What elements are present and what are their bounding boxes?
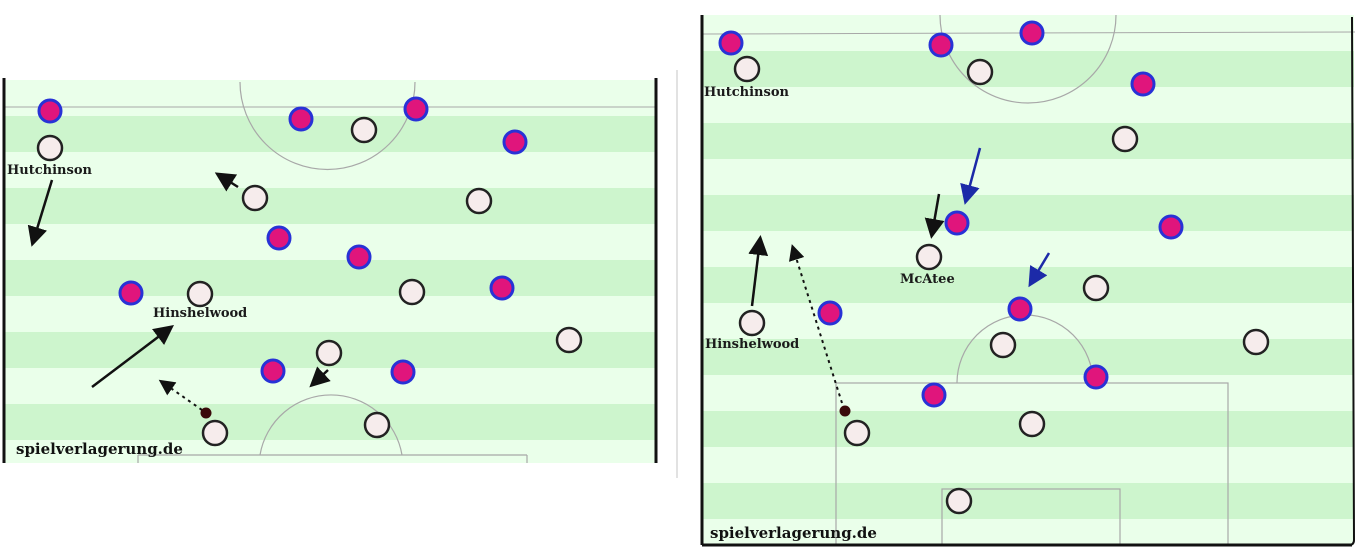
left-players (36, 96, 583, 447)
pitch-stripe (4, 440, 656, 463)
player-defending-team (1018, 410, 1046, 438)
label-hinshelwood: Hinshelwood (705, 337, 799, 352)
player-attacking-team (1083, 364, 1109, 390)
player-defending-team (186, 280, 214, 308)
player-attacking-team (1130, 71, 1156, 97)
player-attacking-team (1158, 214, 1184, 240)
pitch-stripe (4, 260, 656, 296)
player-attacking-team (944, 210, 970, 236)
right-pitch-stripes (702, 15, 1354, 545)
player-attacking-team (346, 244, 372, 270)
player-attacking-team (921, 382, 947, 408)
player-defending-team (738, 309, 766, 337)
pitch-stripe (702, 87, 1354, 123)
player-attacking-team (1007, 296, 1033, 322)
pitch-stripe (702, 231, 1354, 267)
pitch-stripe (702, 123, 1354, 159)
right-pitch-markings (700, 14, 1356, 547)
player-defending-team (1111, 125, 1139, 153)
player-defending-team (398, 278, 426, 306)
pitch-stripe (702, 195, 1354, 231)
pitch-stripe (702, 483, 1354, 519)
player-attacking-team (928, 32, 954, 58)
hinshelwood-up-arrow (748, 235, 769, 307)
pitch-stripe (702, 447, 1354, 483)
ball (839, 405, 851, 417)
hinshelwood-run-arrow (91, 324, 174, 388)
player-defending-team (36, 134, 64, 162)
label-hutchinson: Hutchinson (704, 85, 789, 100)
player-attacking-team (718, 30, 744, 56)
player-defending-team (201, 419, 229, 447)
player-defending-team (966, 58, 994, 86)
left-pitch-stripes (4, 80, 656, 463)
right-arrows (748, 147, 1051, 404)
right-players (718, 20, 1270, 515)
hutchinson-run-arrow (27, 179, 54, 247)
player-defending-team (989, 331, 1017, 359)
pitch-stripe (702, 159, 1354, 195)
player-defending-team (241, 184, 269, 212)
pitch-stripe (4, 368, 656, 404)
player-defending-team (363, 411, 391, 439)
player-defending-team (733, 55, 761, 83)
left-pitch-markings (2, 78, 658, 463)
player-defending-team (315, 339, 343, 367)
player-attacking-team (403, 96, 429, 122)
player-attacking-team (118, 280, 144, 306)
pitch-stripe (4, 80, 656, 116)
player-defending-team (1082, 274, 1110, 302)
label-mcatee: McAtee (900, 272, 955, 287)
player-attacking-team (37, 98, 63, 124)
player-attacking-team (502, 129, 528, 155)
right-pitch-panel: Hutchinson McAtee Hinshelwood spielverla… (700, 14, 1356, 547)
label-hutchinson: Hutchinson (7, 163, 92, 178)
pitch-stripe (4, 224, 656, 260)
pitch-stripe (4, 188, 656, 224)
pitch-stripe (4, 404, 656, 440)
player-defending-team (915, 243, 943, 271)
ball (200, 407, 212, 419)
player-attacking-team (266, 225, 292, 251)
player-attacking-team (1019, 20, 1045, 46)
pitch-stripe (4, 296, 656, 332)
label-hinshelwood: Hinshelwood (153, 306, 247, 321)
player-defending-team (555, 326, 583, 354)
player-defending-team (465, 187, 493, 215)
presser-blue-arrow-2 (1028, 252, 1051, 288)
player-attacking-team (489, 275, 515, 301)
pitch-stripe (702, 519, 1354, 545)
player-defending-team (350, 116, 378, 144)
pass-dotted-arrow (788, 244, 843, 404)
player-attacking-team (260, 358, 286, 384)
pass-dotted-arrow (158, 379, 203, 411)
left-pitch-panel: Hutchinson Hinshelwood spielverlagerung.… (2, 78, 658, 463)
presser-blue-arrow-1 (960, 147, 982, 205)
player-defending-team (843, 419, 871, 447)
pitch-stripe (4, 116, 656, 152)
midfielder-drop-arrow (214, 172, 239, 192)
watermark: spielverlagerung.de (16, 440, 183, 458)
player-defending-team (1242, 328, 1270, 356)
player-defending-team (945, 487, 973, 515)
watermark: spielverlagerung.de (710, 524, 877, 542)
player-attacking-team (288, 106, 314, 132)
player-attacking-team (817, 300, 843, 326)
pitch-stripe (702, 375, 1354, 411)
left-arrows (27, 172, 331, 411)
player-attacking-team (390, 359, 416, 385)
mcatee-drop-arrow (924, 193, 945, 239)
pitch-stripe (702, 51, 1354, 87)
midfielder-run-arrow (309, 366, 331, 388)
pitch-stripe (702, 267, 1354, 303)
